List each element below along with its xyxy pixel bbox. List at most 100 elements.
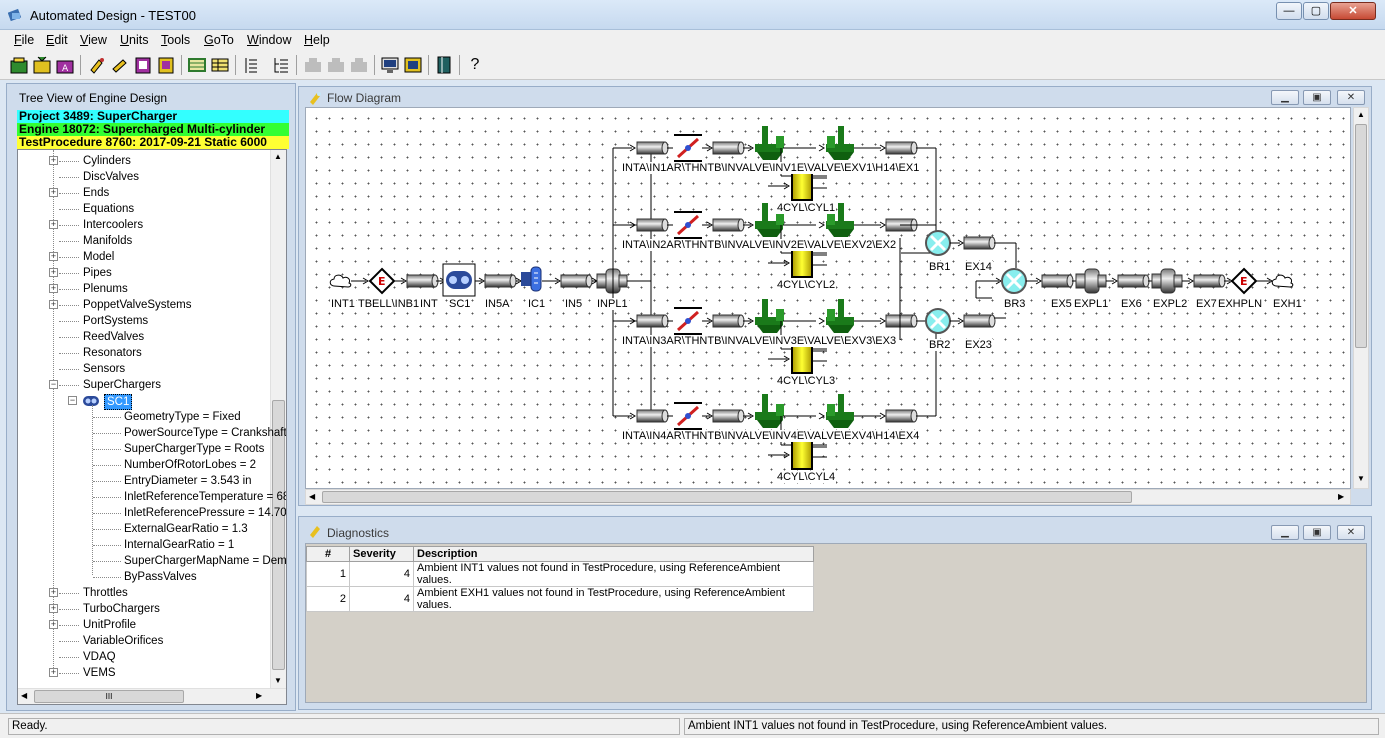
col-description[interactable]: Description (413, 546, 814, 562)
tree-property[interactable]: InletReferenceTemperature = 68 (18, 489, 286, 505)
expand-icon[interactable]: + (49, 667, 58, 677)
pipe-intake-port-4[interactable] (712, 409, 745, 423)
list-icon[interactable] (240, 54, 262, 76)
test-procedure-header[interactable]: TestProcedure 8760: 2017-09-21 Static 60… (17, 136, 289, 149)
analysis-icon[interactable] (402, 54, 424, 76)
minimize-button[interactable]: — (1276, 2, 1302, 20)
new-engine-icon[interactable] (31, 54, 53, 76)
exhaust-valve-icon[interactable] (826, 394, 854, 428)
wizard-icon[interactable] (86, 54, 108, 76)
tree-property[interactable]: SuperChargerMapName = Demo (18, 553, 286, 569)
magic-icon[interactable] (109, 54, 131, 76)
tree-property[interactable]: GeometryType = Fixed (18, 409, 270, 425)
throttle-icon[interactable] (674, 134, 702, 162)
col-number[interactable]: # (306, 546, 350, 562)
tree-item-sensors[interactable]: Sensors (18, 361, 270, 377)
tree-property[interactable]: ExternalGearRatio = 1.3 (18, 521, 270, 537)
pipe-exhaust-runner-4[interactable] (885, 409, 918, 423)
tree-item-portsystems[interactable]: PortSystems (18, 313, 270, 329)
tree-vertical-scrollbar[interactable]: ▲ ▼ (270, 150, 286, 690)
tree-item-cylinders[interactable]: +Cylinders (18, 153, 270, 169)
col-severity[interactable]: Severity (349, 546, 414, 562)
flow-close-button[interactable]: ✕ (1337, 90, 1365, 105)
tree-property[interactable]: NumberOfRotorLobes = 2 (18, 457, 270, 473)
expand-icon[interactable]: + (49, 587, 58, 597)
new-project-icon[interactable] (8, 54, 30, 76)
intake-valve-icon[interactable] (755, 394, 784, 428)
supercharger-sc1-icon[interactable] (442, 263, 476, 297)
menu-help[interactable]: Help (304, 33, 330, 47)
expand-icon[interactable]: + (49, 267, 58, 277)
menu-window[interactable]: Window (247, 33, 292, 47)
tree-property[interactable]: PowerSourceType = Crankshaft (18, 425, 286, 441)
plenum-expl2-icon[interactable] (1151, 268, 1183, 294)
intake-valve-icon[interactable] (755, 299, 784, 333)
diagnostics-minimize-button[interactable]: ▁ (1271, 525, 1299, 540)
pipe-in5a[interactable] (484, 274, 517, 288)
tree-item-model[interactable]: +Model (18, 249, 270, 265)
collapse-icon[interactable]: − (49, 379, 58, 389)
close-button[interactable]: ✕ (1330, 2, 1376, 20)
tree-icon[interactable] (270, 54, 292, 76)
flow-minimize-button[interactable]: ▁ (1271, 90, 1299, 105)
pipe-intake-runner-2[interactable] (636, 218, 669, 232)
project-header[interactable]: Project 3489: SuperCharger (17, 110, 289, 123)
tree-item-reedvalves[interactable]: ReedValves (18, 329, 270, 345)
pipe-ex23[interactable] (963, 314, 996, 328)
pipe-inb1[interactable] (406, 274, 439, 288)
tree-item-vdaq[interactable]: VDAQ (18, 649, 270, 665)
tree-item-plenums[interactable]: +Plenums (18, 281, 270, 297)
tree-item-ends[interactable]: +Ends (18, 185, 270, 201)
pipe-ex14[interactable] (963, 236, 996, 250)
diagnostics-restore-button[interactable]: ▣ (1303, 525, 1331, 540)
plenum-expl1-icon[interactable] (1075, 268, 1107, 294)
new-test-icon[interactable]: A (54, 54, 76, 76)
expand-icon[interactable]: + (49, 283, 58, 293)
tree-property[interactable]: ByPassValves (18, 569, 270, 585)
tree-property[interactable]: SuperChargerType = Roots (18, 441, 270, 457)
menu-units[interactable]: Units (120, 33, 149, 47)
expand-icon[interactable]: + (49, 251, 58, 261)
cylinder-icon[interactable] (791, 171, 827, 201)
expand-icon[interactable]: + (49, 187, 58, 197)
menu-file[interactable]: File (14, 33, 35, 47)
diagnostics-close-button[interactable]: ✕ (1337, 525, 1365, 540)
pipe-intake-port-2[interactable] (712, 218, 745, 232)
tree-item-unitprofile[interactable]: +UnitProfile (18, 617, 270, 633)
tree-property[interactable]: InternalGearRatio = 1 (18, 537, 270, 553)
table-row[interactable]: 1 4 Ambient INT1 values not found in Tes… (306, 561, 814, 587)
tree-item-sc1[interactable]: −SC1 (18, 393, 270, 410)
book-icon[interactable] (433, 54, 455, 76)
tree-item-intercoolers[interactable]: +Intercoolers (18, 217, 270, 233)
throttle-icon[interactable] (674, 211, 702, 239)
intake-valve-icon[interactable] (755, 203, 784, 237)
pipe-exhaust-runner-3[interactable] (885, 314, 918, 328)
pipe-intake-runner-3[interactable] (636, 314, 669, 328)
tree-item-discvalves[interactable]: DiscValves (18, 169, 270, 185)
throttle-icon[interactable] (674, 402, 702, 430)
maximize-button[interactable]: ▢ (1303, 2, 1329, 20)
tree-item-equations[interactable]: Equations (18, 201, 270, 217)
menu-view[interactable]: View (80, 33, 107, 47)
build-disabled-icon[interactable] (302, 54, 324, 76)
flow-restore-button[interactable]: ▣ (1303, 90, 1331, 105)
pipe-exhaust-runner-1[interactable] (885, 141, 918, 155)
intake-valve-icon[interactable] (755, 126, 784, 160)
menu-edit[interactable]: Edit (46, 33, 68, 47)
tree-property[interactable]: InletReferencePressure = 14.70 (18, 505, 286, 521)
pipe-intake-port-3[interactable] (712, 314, 745, 328)
tree-item-turbochargers[interactable]: +TurboChargers (18, 601, 270, 617)
plenum-inpl1-icon[interactable] (596, 268, 628, 294)
intercooler-ic1-icon[interactable] (521, 266, 542, 292)
throttle-icon[interactable] (674, 307, 702, 335)
flow-horizontal-scrollbar[interactable]: ◀ ▶ (305, 489, 1351, 505)
tree-item-superchargers[interactable]: −SuperChargers (18, 377, 270, 393)
pipe-ex6[interactable] (1117, 274, 1150, 288)
tree-item-vems[interactable]: +VEMS (18, 665, 270, 681)
flow-vertical-scrollbar[interactable]: ▲ ▼ (1353, 107, 1369, 489)
expand-icon[interactable]: + (49, 219, 58, 229)
table-icon[interactable] (186, 54, 208, 76)
expand-icon[interactable]: + (49, 603, 58, 613)
